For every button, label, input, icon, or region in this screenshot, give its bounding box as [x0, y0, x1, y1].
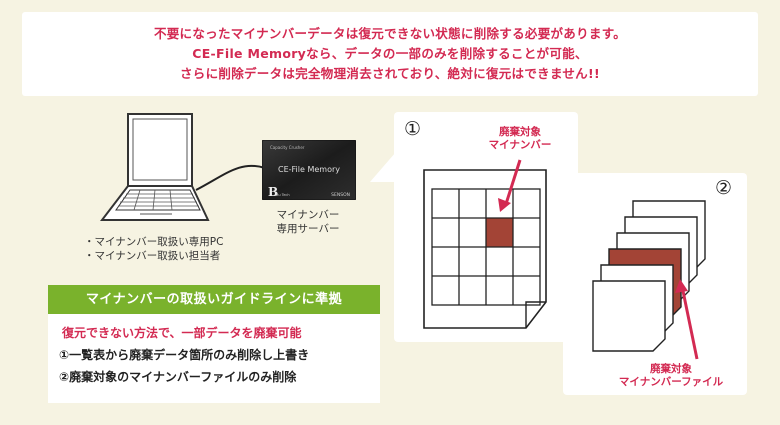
panel-2-label-line2: マイナンバーファイル: [599, 376, 743, 389]
guideline-item-2: ②廃棄対象のマイナンバーファイルのみ削除: [59, 368, 296, 385]
laptop-pc-icon: [100, 112, 210, 232]
server-name-text: CE-File Memory: [278, 165, 340, 174]
panel-1-list-deletion: ① 廃棄対象 マイナンバー: [394, 112, 578, 342]
panel-1-document-grid: [394, 112, 578, 342]
pc-label-line1: ・マイナンバー取扱い専用PC: [84, 235, 223, 249]
panel-2-target-label: 廃棄対象 マイナンバーファイル: [599, 363, 743, 389]
guideline-subtitle: 復元できない方法で、一部データを廃棄可能: [62, 324, 302, 341]
server-small-text: Capacity Crusher: [270, 145, 305, 150]
file-sheet-6: [593, 281, 665, 351]
server-label-line1: マイナンバー: [268, 208, 348, 222]
guideline-item-1: ①一覧表から廃棄データ箇所のみ削除し上書き: [59, 346, 309, 363]
panel-2-label-line1: 廃棄対象: [599, 363, 743, 376]
panel-2-file-deletion: ② 廃棄対象 マイナンバーファイル: [563, 173, 747, 395]
pc-label: ・マイナンバー取扱い専用PC ・マイナンバー取扱い担当者: [84, 235, 223, 263]
guideline-title: マイナンバーの取扱いガイドラインに準拠: [48, 285, 380, 314]
server-label: マイナンバー 専用サーバー: [268, 208, 348, 236]
pc-label-line2: ・マイナンバー取扱い担当者: [84, 249, 223, 263]
server-brand-text: SENSON: [331, 192, 350, 198]
server-label-line2: 専用サーバー: [268, 222, 348, 236]
highlighted-cell: [486, 218, 513, 247]
panel-2-file-stack: [563, 173, 747, 395]
ce-file-memory-server-icon: Capacity Crusher CE-File Memory B Bu Tec…: [262, 140, 356, 200]
bubble-pointer: [370, 152, 396, 182]
guideline-box: マイナンバーの取扱いガイドラインに準拠 復元できない方法で、一部データを廃棄可能…: [48, 285, 380, 403]
server-logo-text: Bu Tech: [276, 193, 290, 197]
arrow-up-icon: [675, 279, 697, 359]
